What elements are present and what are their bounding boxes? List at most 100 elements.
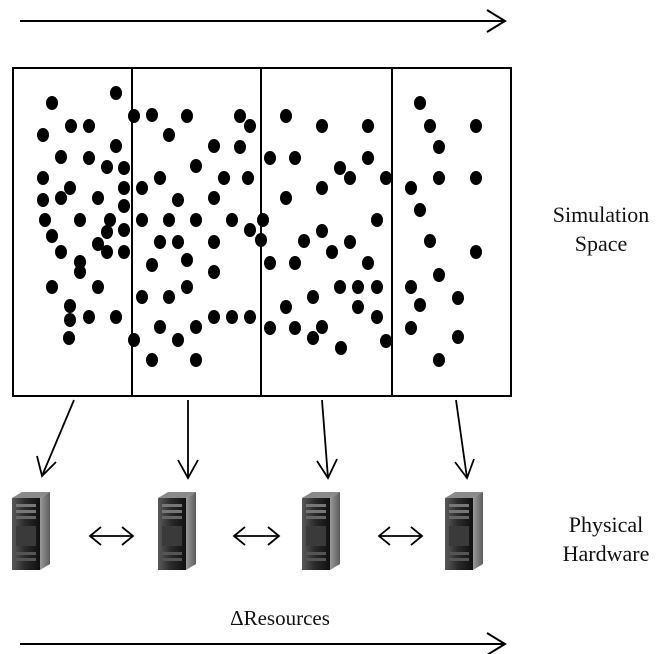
particle xyxy=(371,213,383,227)
particle xyxy=(470,171,482,185)
particle xyxy=(280,109,292,123)
double-arrow-icon xyxy=(232,526,281,546)
particles xyxy=(37,86,482,367)
particle xyxy=(316,181,328,195)
particle xyxy=(136,290,148,304)
particle xyxy=(334,280,346,294)
particle xyxy=(208,310,220,324)
arrow-down-icon xyxy=(177,400,199,480)
particle xyxy=(163,290,175,304)
particle xyxy=(128,109,140,123)
particle xyxy=(470,245,482,259)
particle xyxy=(181,280,193,294)
particle xyxy=(46,229,58,243)
particle xyxy=(181,109,193,123)
particle xyxy=(334,161,346,175)
particle xyxy=(326,245,338,259)
particle xyxy=(405,321,417,335)
particle xyxy=(154,235,166,249)
particle xyxy=(352,300,364,314)
particle xyxy=(104,213,116,227)
double-arrow-icon xyxy=(377,526,424,546)
particle xyxy=(92,280,104,294)
particle xyxy=(218,171,230,185)
particle xyxy=(244,310,256,324)
simulation-label-line1: Simulation xyxy=(552,202,650,227)
particle xyxy=(118,245,130,259)
particle xyxy=(37,171,49,185)
particle xyxy=(46,96,58,110)
particle xyxy=(244,119,256,133)
particle xyxy=(452,330,464,344)
particle xyxy=(255,233,267,247)
particle xyxy=(181,253,193,267)
particle xyxy=(307,290,319,304)
particle xyxy=(307,331,319,345)
particle xyxy=(110,139,122,153)
particle xyxy=(190,320,202,334)
particle xyxy=(64,181,76,195)
particle xyxy=(433,140,445,154)
particle xyxy=(172,333,184,347)
particle xyxy=(154,320,166,334)
double-arrow-icon xyxy=(88,526,135,546)
particle xyxy=(37,128,49,142)
particle xyxy=(316,320,328,334)
particle xyxy=(110,86,122,100)
simulation-label-line2: Space xyxy=(574,231,628,256)
particle xyxy=(172,193,184,207)
particle xyxy=(380,334,392,348)
server-icon xyxy=(12,492,50,570)
physical-hardware-label: Physical Hardware xyxy=(540,510,670,568)
particle xyxy=(63,331,75,345)
particle xyxy=(280,300,292,314)
particle xyxy=(371,310,383,324)
hardware-label-line1: Physical xyxy=(568,512,644,537)
particle xyxy=(146,258,158,272)
particle xyxy=(242,171,254,185)
particle xyxy=(470,119,482,133)
server-icon xyxy=(302,492,340,570)
particle xyxy=(83,310,95,324)
bottom-arrow xyxy=(20,632,507,654)
particle xyxy=(190,213,202,227)
particle xyxy=(83,151,95,165)
particle xyxy=(344,235,356,249)
particle xyxy=(405,280,417,294)
particle xyxy=(208,191,220,205)
particle xyxy=(371,280,383,294)
particle xyxy=(280,191,292,205)
particle xyxy=(65,119,77,133)
particle xyxy=(101,245,113,259)
top-arrow xyxy=(20,9,507,33)
particle xyxy=(433,353,445,367)
particle xyxy=(64,299,76,313)
particle xyxy=(298,234,310,248)
servers xyxy=(12,492,483,570)
hardware-label-line2: Hardware xyxy=(562,541,650,566)
particle xyxy=(74,265,86,279)
particle xyxy=(362,256,374,270)
particle xyxy=(335,341,347,355)
particle xyxy=(452,291,464,305)
particle xyxy=(118,161,130,175)
particle xyxy=(172,235,184,249)
particle xyxy=(424,234,436,248)
particle xyxy=(146,108,158,122)
particle xyxy=(380,171,392,185)
particle xyxy=(362,119,374,133)
particle xyxy=(136,213,148,227)
particle xyxy=(74,213,86,227)
particle xyxy=(92,237,104,251)
particle xyxy=(257,213,269,227)
particle xyxy=(433,268,445,282)
particle xyxy=(264,256,276,270)
simulation-space xyxy=(12,67,512,397)
arrow-down-icon xyxy=(36,399,75,478)
particle xyxy=(414,203,426,217)
particle xyxy=(128,333,140,347)
particle xyxy=(118,199,130,213)
particle xyxy=(414,96,426,110)
particle xyxy=(118,181,130,195)
